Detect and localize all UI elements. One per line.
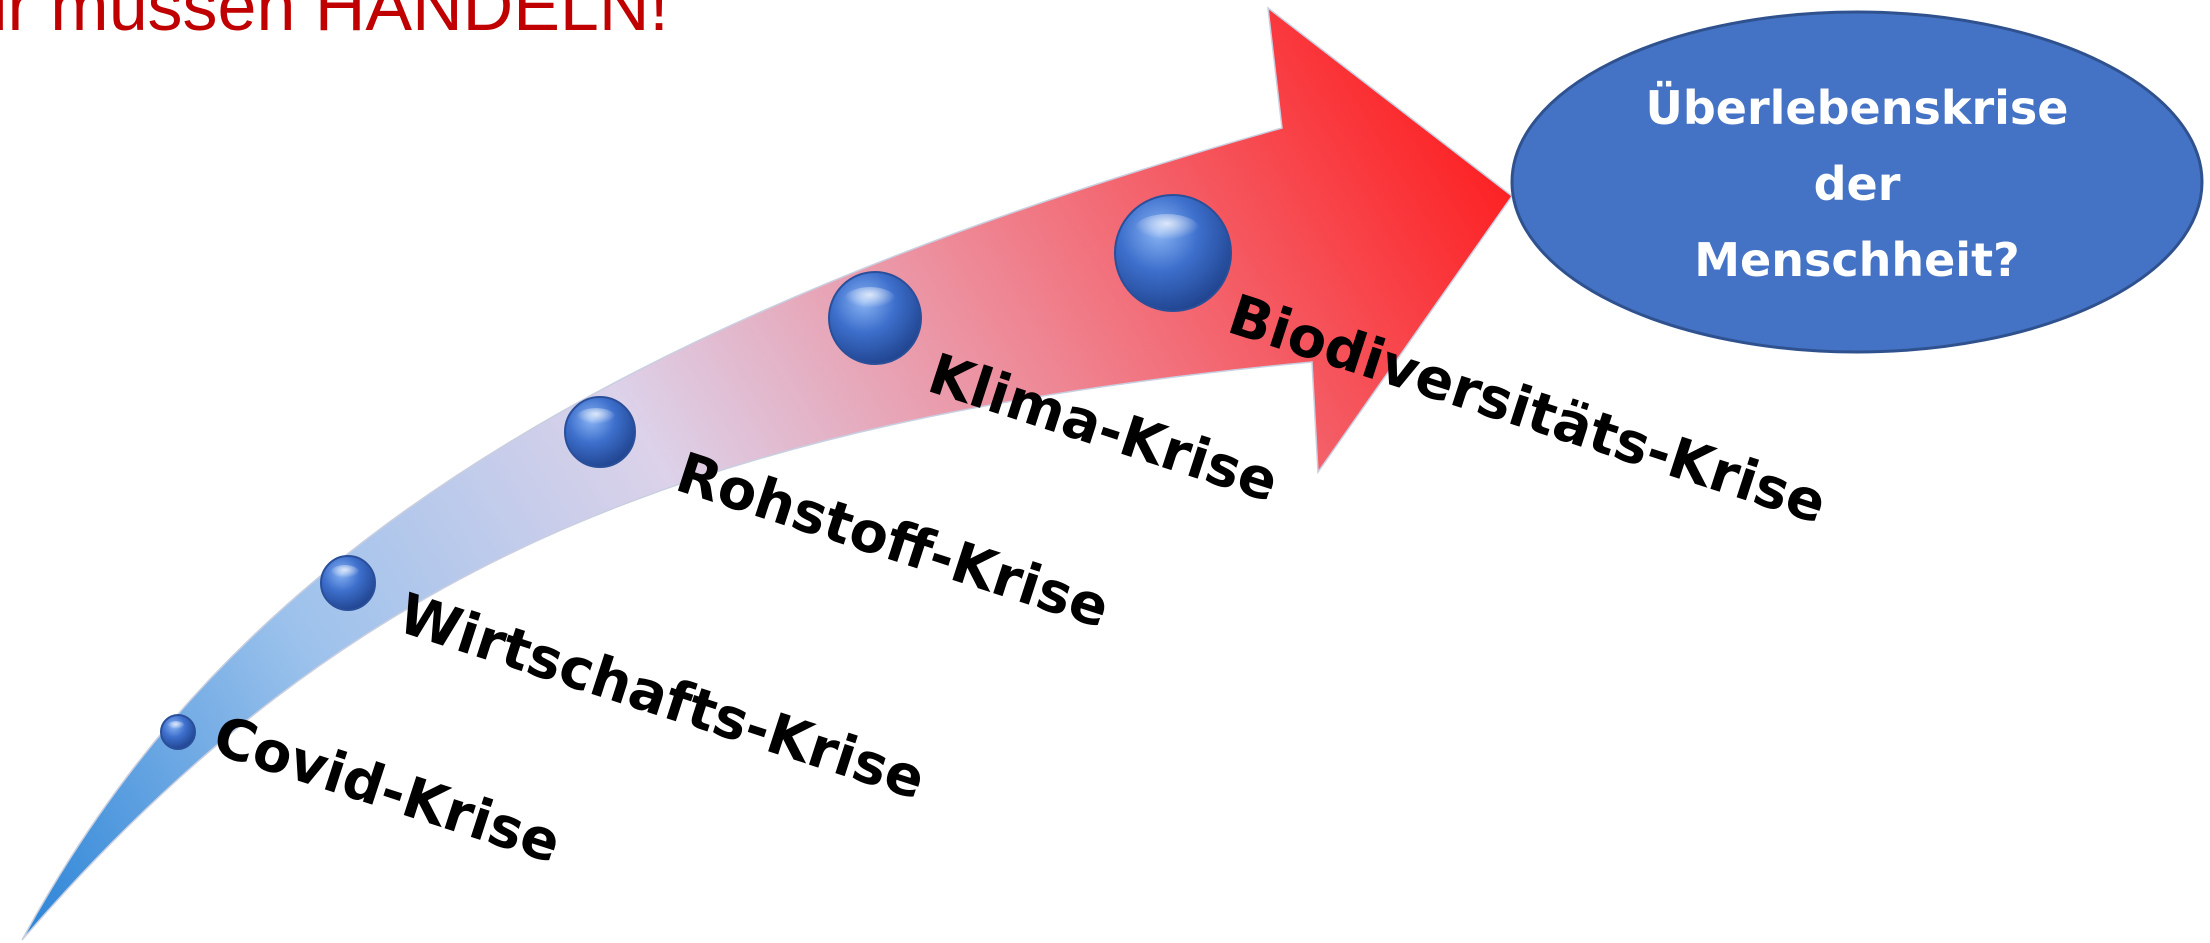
- label-wirtschafts-krise: Wirtschafts-Krise: [391, 581, 933, 812]
- bubble-biodiversitaet: [1115, 195, 1231, 311]
- outcome-line-2: der: [1814, 157, 1901, 211]
- bubble-rohstoff: [565, 397, 635, 467]
- label-rohstoff-krise: Rohstoff-Krise: [669, 440, 1117, 641]
- label-covid-krise: Covid-Krise: [206, 703, 569, 876]
- bubble-wirtschaft: [321, 556, 375, 610]
- outcome-line-3: Menschheit?: [1694, 233, 2020, 287]
- bubble-covid: [161, 715, 195, 749]
- bubble-klima: [829, 272, 921, 364]
- headline: ir müssen HANDELN!: [0, 0, 669, 45]
- outcome-line-1: Überlebenskrise: [1645, 81, 2068, 135]
